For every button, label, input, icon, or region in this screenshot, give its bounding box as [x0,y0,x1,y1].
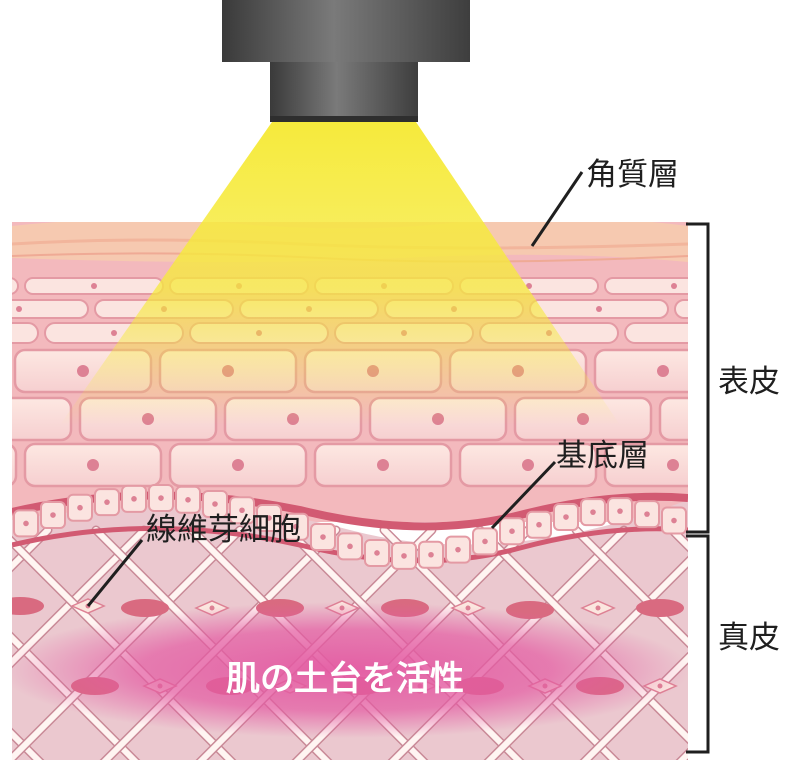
cell-nucleus [16,306,22,312]
cell-nucleus [509,528,515,534]
epidermis-bracket [686,222,710,534]
cell-nucleus [23,520,29,527]
spinous-cell [12,396,73,442]
leader-lines [86,171,584,607]
cell-nucleus [596,306,602,312]
flat-cell [674,299,688,319]
cell-nucleus [232,459,244,471]
spinous-cell [603,442,688,488]
cell-nucleus [77,365,89,377]
flat-cell [12,277,19,295]
cell-nucleus [563,514,569,520]
cell-nucleus [266,515,272,521]
dermis-label: 真皮 [718,620,780,656]
cell-nucleus [617,508,623,514]
cell-nucleus [377,459,389,471]
cell-nucleus [667,459,679,471]
cell-nucleus [239,507,245,514]
dermal-cell [636,599,684,617]
cell-nucleus [595,605,601,611]
cell-nucleus [482,538,488,545]
cell-nucleus [131,496,137,502]
cell-nucleus [111,330,117,336]
cell-nucleus [158,495,164,501]
cell-nucleus [428,551,434,558]
cell-nucleus [644,511,650,517]
cell-nucleus [320,534,326,540]
cell-nucleus [455,546,461,553]
flat-cell [624,322,688,344]
leader-basal-layer [490,460,557,530]
activation-glow [12,602,688,738]
cell-nucleus [590,509,596,515]
spinous-cell [0,350,6,392]
light-device [222,0,470,122]
dermis-bracket [686,534,710,754]
fibroblast-label: 線維芽細胞 [146,512,301,548]
stratum-corneum-label: 角質層 [586,157,679,193]
cell-nucleus [77,504,83,511]
collagen-fiber [573,527,688,647]
spinous-cell [593,348,688,394]
cell-nucleus [87,459,99,471]
cell-nucleus [526,283,532,289]
leader-fibroblast [86,539,144,607]
cell-nucleus [657,365,669,377]
dermal-cell [121,599,169,617]
activation-text: 肌の土台を活性 [226,659,464,699]
leader-stratum-corneum [530,171,584,247]
cell-nucleus [691,330,697,336]
cell-nucleus [671,283,677,289]
cell-nucleus [722,413,734,425]
spinous-cell [12,444,18,486]
flat-cell [12,322,39,344]
cell-nucleus [91,283,97,289]
cell-nucleus [293,523,299,530]
layer-brackets [686,222,710,754]
epidermis-label: 表皮 [718,364,780,400]
cell-nucleus [185,497,191,503]
cell-nucleus [104,499,110,505]
light-beam [60,122,620,425]
cell-nucleus [522,459,534,471]
flat-cell [12,299,89,319]
cell-nucleus [741,306,747,312]
cell-nucleus [347,543,353,550]
cell-nucleus [212,501,218,507]
flat-cell [604,277,688,295]
cell-nucleus [50,512,56,518]
cell-nucleus [401,553,407,559]
basal-cells [13,484,687,570]
basal-layer-label: 基底層 [556,438,649,474]
dermal-cell [12,597,44,615]
collagen-fiber [581,653,688,760]
cell-nucleus [374,550,380,556]
cell-nucleus [0,413,9,425]
cell-nucleus [671,517,677,524]
cell-nucleus [536,521,542,528]
spinous-cell [658,396,688,442]
